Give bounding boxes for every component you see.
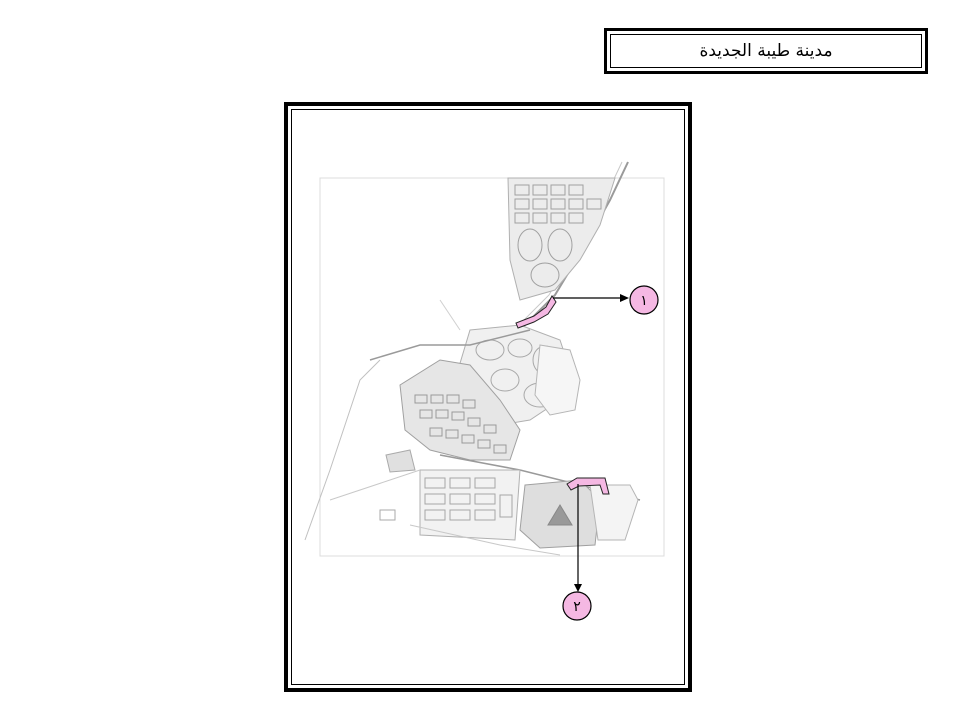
- south-road: [409, 524, 561, 556]
- highlight-area-1: [515, 295, 557, 329]
- north-district-blocks: [514, 184, 602, 288]
- highlight-area-2: [566, 477, 610, 495]
- plan-boundary: [319, 177, 665, 557]
- plan-drawing: [304, 161, 665, 557]
- map-title: مدينة طيبة الجديدة: [610, 34, 922, 68]
- map-frame-inner-border: [291, 109, 685, 685]
- west-road: [304, 359, 381, 541]
- main-road-north: [369, 329, 531, 361]
- east-loop-district: [534, 344, 581, 416]
- north-district: [507, 177, 616, 301]
- marker-1-circle: [629, 285, 659, 315]
- west-lot: [385, 449, 416, 473]
- marker-2-circle: [562, 591, 592, 621]
- marker-1: ١: [629, 285, 659, 315]
- north-west-road: [439, 299, 461, 331]
- title-box: مدينة طيبة الجديدة: [604, 28, 928, 74]
- marker-2: ٢: [562, 591, 592, 621]
- west-link-road: [329, 469, 421, 501]
- small-lot: [379, 509, 396, 521]
- marker-2-arrowhead: [574, 584, 582, 592]
- marker-1-arrowhead: [620, 294, 629, 302]
- south-east-district: [589, 484, 639, 541]
- west-district-blocks: [414, 394, 507, 454]
- marker-1-label: ١: [640, 293, 648, 309]
- south-west-blocks: [424, 477, 513, 521]
- landmark-triangle: [547, 504, 573, 526]
- marker-2-label: ٢: [573, 599, 581, 615]
